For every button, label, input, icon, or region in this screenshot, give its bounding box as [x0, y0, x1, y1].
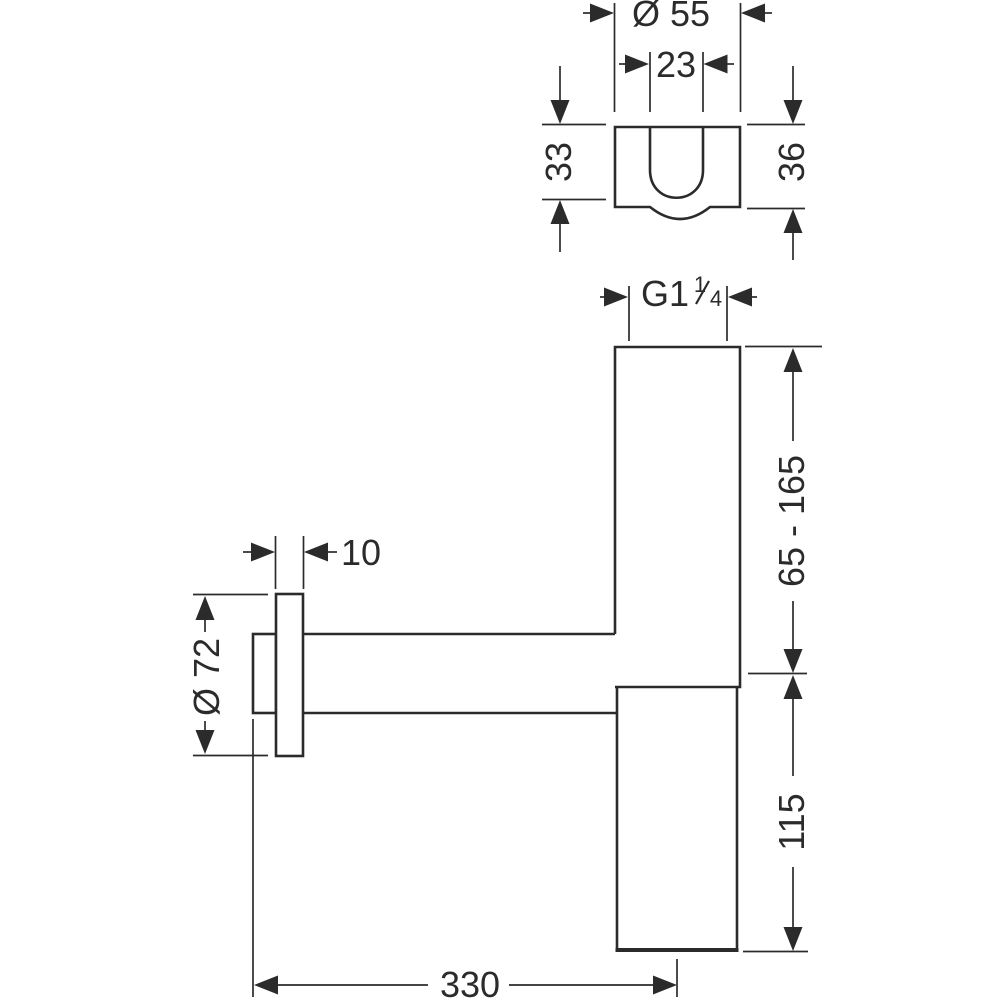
dim-label-inlet-range: 65 - 165 [771, 455, 812, 587]
dim-label-slot-depth: 33 [538, 142, 579, 182]
escutcheon-top-view [613, 125, 742, 221]
arrowhead [703, 54, 728, 74]
wall-stub-pipe [251, 632, 278, 715]
dim-label-slot-width: 23 [656, 44, 696, 85]
arrowhead [783, 209, 803, 233]
arrowhead [251, 542, 275, 562]
dim-label-outer-diameter: Ø 55 [632, 0, 710, 34]
dim-label-wall-to-axis: 330 [440, 964, 500, 1000]
dim-label-rosette-diameter: Ø 72 [186, 638, 227, 716]
dim-label-thread-numerator: 1 [694, 272, 706, 297]
arrowhead [550, 100, 570, 124]
arrowhead [550, 200, 570, 224]
arrowhead [625, 54, 649, 74]
dim-label-thread-denominator: 4 [710, 286, 722, 311]
fraction-slash [695, 280, 710, 305]
dim-label-cup-height: 115 [771, 793, 812, 850]
wall-rosette [274, 592, 305, 758]
dimension-wall-to-axis: 330 [252, 719, 678, 1000]
dim-label-escutcheon-height: 36 [771, 142, 812, 182]
dimension-cup-height: 115 [743, 675, 812, 953]
dimension-inlet-range: 65 - 165 [745, 345, 822, 675]
arrowhead [195, 596, 215, 620]
arrowhead [783, 649, 803, 673]
siphon-front-view [251, 345, 742, 952]
inlet-tube [613, 345, 742, 689]
arrowhead [653, 975, 677, 995]
arrowhead [783, 927, 803, 951]
dimension-slot-width: 23 [619, 44, 734, 112]
dim-label-thread-prefix: G1 [641, 273, 689, 314]
escutcheon-outline [613, 125, 742, 221]
arrowhead [195, 730, 215, 754]
dimension-slot-depth: 33 [538, 66, 606, 252]
dimension-escutcheon-height: 36 [747, 66, 812, 260]
dim-label-rosette-thickness: 10 [341, 532, 381, 573]
dimension-rosette-thickness: 10 [243, 532, 381, 589]
arrowhead [783, 348, 803, 372]
arrowhead [783, 100, 803, 124]
dimension-thread: G1 1 4 [600, 272, 757, 341]
escutcheon-u-cutout [648, 127, 705, 200]
arrowhead [728, 287, 752, 307]
dimension-rosette-diameter: Ø 72 [186, 593, 268, 757]
arrowhead [254, 975, 278, 995]
arrowhead [604, 287, 628, 307]
arrowhead [741, 3, 765, 23]
arrowhead [304, 542, 328, 562]
dimension-outer-diameter: Ø 55 [583, 0, 772, 112]
arrowhead [590, 3, 614, 23]
arrowhead [783, 675, 803, 699]
